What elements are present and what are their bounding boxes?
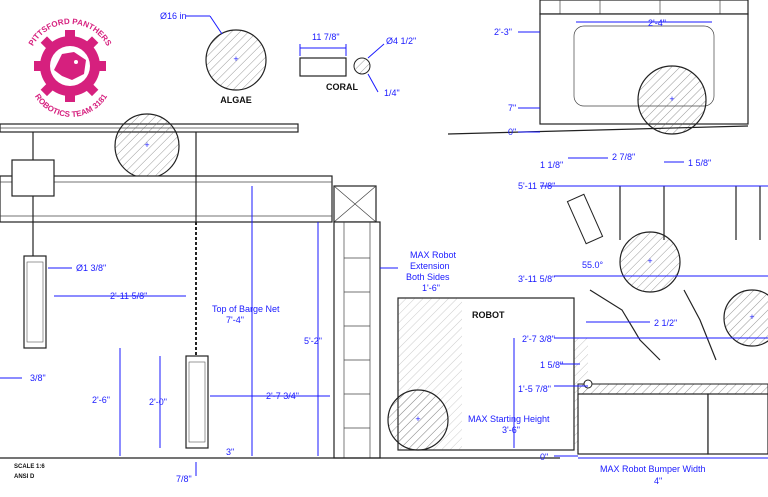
top-7: 7" [508, 103, 516, 113]
reef-1-5-8: 1 5/8" [688, 158, 711, 168]
reef-0: 0" [540, 452, 548, 462]
dim-bottom-offset: 7/8" [176, 474, 192, 484]
scale-note: SCALE 1:6 [14, 464, 45, 470]
svg-text:+: + [415, 414, 420, 424]
dim-small-gap: 3" [226, 447, 234, 457]
dim-hang-height-2: 2'-0" [149, 397, 167, 407]
dim-chain-diameter: Ø1 3/8" [76, 263, 106, 273]
reef-1-5-8b: 1 5/8" [540, 360, 563, 370]
algae-label: ALGAE [220, 95, 252, 105]
max-start-title: MAX Starting Height [468, 414, 550, 424]
coral-piece: 11 7/8" Ø4 1/2" 1/4" CORAL [299, 32, 416, 98]
barge-net-title: Top of Barge Net [212, 304, 280, 314]
max-extension-title-1: MAX Robot [410, 250, 457, 260]
dim-tower-height: 5'-2" [304, 336, 322, 346]
svg-text:+: + [669, 94, 674, 104]
reef-2-7-3-8: 2'-7 3/8" [522, 334, 555, 344]
max-start-height: 3'-6" [502, 425, 520, 435]
svg-text:+: + [749, 312, 754, 322]
barge-structure: + [0, 113, 560, 459]
svg-text:+: + [647, 256, 652, 266]
top-right-view: + 2'-4" 2'-3" 7" 0" [447, 0, 749, 137]
dim-gap-width: 2'-7 3/4" [266, 391, 299, 401]
reef-3-11-5-8: 3'-11 5/8" [518, 274, 555, 284]
panther-icon [54, 52, 86, 80]
max-extension-title-3: Both Sides [406, 272, 450, 282]
algae-piece: + Ø16 in ALGAE [160, 11, 267, 105]
reef-height: 5'-11 7/8" [518, 181, 555, 191]
max-extension: 1'-6" [422, 283, 440, 293]
dim-chain-spacing: 2'-11 5/8" [110, 291, 147, 301]
dim-hang-height-1: 2'-6" [92, 395, 110, 405]
algae-diameter: Ø16 in [160, 11, 187, 21]
bumper-width: 4" [654, 476, 662, 486]
top-height: 2'-3" [494, 27, 512, 37]
reef-2-7-8: 2 7/8" [612, 152, 635, 162]
top-width: 2'-4" [648, 18, 666, 28]
barge-net-height: 7'-4" [226, 315, 244, 325]
left-dimensions: Top of Barge Net 7'-4" Ø1 3/8" 2'-11 5/8… [0, 186, 330, 484]
reef-angle: 55.0° [582, 260, 604, 270]
svg-text:+: + [144, 140, 149, 150]
reef-2-1-2: 2 1/2" [654, 318, 677, 328]
dim-left-small: 3/8" [30, 373, 46, 383]
coral-length: 11 7/8" [312, 32, 340, 42]
reef-view: + + 5'-11 7/8" 1 1/8" 2 7/8" 1 5/8" 55.0… [518, 152, 768, 462]
sheet-note: ANSI D [14, 474, 35, 480]
svg-text:+: + [233, 54, 238, 64]
robot-label: ROBOT [472, 310, 505, 320]
coral-wall: 1/4" [384, 88, 400, 98]
reef-1-1-8: 1 1/8" [540, 160, 563, 170]
coral-label: CORAL [326, 82, 358, 92]
bumper-title: MAX Robot Bumper Width [600, 464, 706, 474]
top-0: 0" [508, 127, 516, 137]
robot-zone: + ROBOT MAX Robot Extension Both Sides 1… [380, 250, 768, 486]
reef-1-5-7-8: 1'-5 7/8" [518, 384, 551, 394]
coral-diameter: Ø4 1/2" [386, 36, 416, 46]
team-logo: PITTSFORD PANTHERS ROBOTICS TEAM 3181 [27, 17, 114, 119]
max-extension-title-2: Extension [410, 261, 450, 271]
